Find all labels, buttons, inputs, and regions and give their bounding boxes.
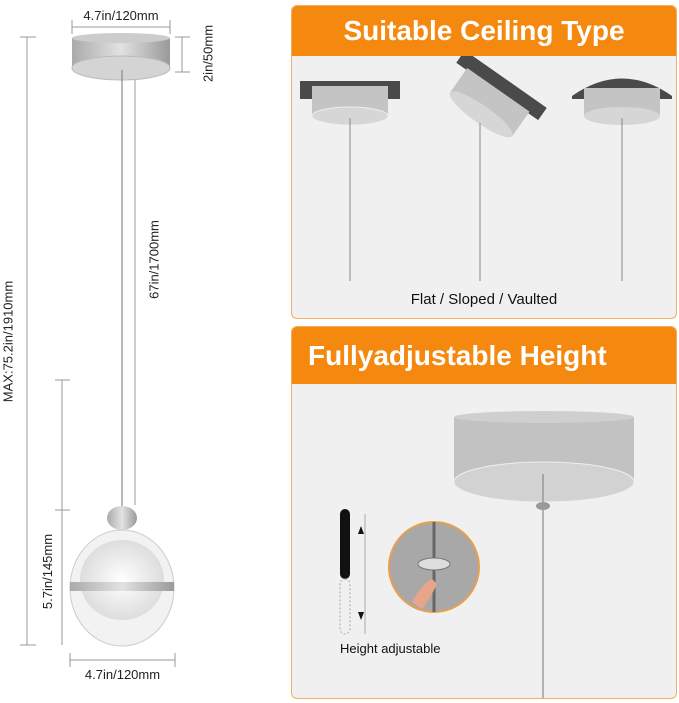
canopy-width-label: 4.7in/120mm bbox=[83, 8, 159, 23]
shade-height-label: 5.7in/145mm bbox=[40, 533, 55, 610]
pendant-light-diagram bbox=[20, 20, 190, 667]
button-closeup bbox=[388, 521, 480, 613]
adjustable-height-title: Fullyadjustable Height bbox=[292, 327, 676, 384]
canopy-height-label: 2in/50mm bbox=[200, 24, 216, 83]
vaulted-ceiling bbox=[572, 78, 672, 281]
ceiling-type-panel: Suitable Ceiling Type Flat / Sloped / Va… bbox=[291, 5, 677, 319]
glass-globe bbox=[69, 529, 175, 647]
canopy bbox=[71, 33, 171, 81]
ball-connector bbox=[107, 506, 137, 530]
ceiling-types-illustration bbox=[300, 56, 672, 281]
adjustable-height-panel: Fullyadjustable Height Height adjustable bbox=[291, 326, 677, 699]
adjustable-height-illustration bbox=[339, 411, 635, 698]
height-indicator bbox=[339, 509, 366, 635]
flat-ceiling bbox=[300, 81, 400, 281]
height-adjustable-caption: Height adjustable bbox=[340, 641, 441, 656]
ceiling-type-caption: Flat / Sloped / Vaulted bbox=[410, 291, 558, 308]
cord-length-label: 67in/1700mm bbox=[146, 220, 162, 299]
sloped-ceiling bbox=[449, 56, 547, 138]
ceiling-type-title: Suitable Ceiling Type bbox=[292, 6, 676, 56]
canopy bbox=[453, 411, 635, 503]
max-height-label: MAX:75.2in/1910mm bbox=[0, 280, 16, 403]
shade-width-label: 4.7in/120mm bbox=[84, 667, 161, 682]
